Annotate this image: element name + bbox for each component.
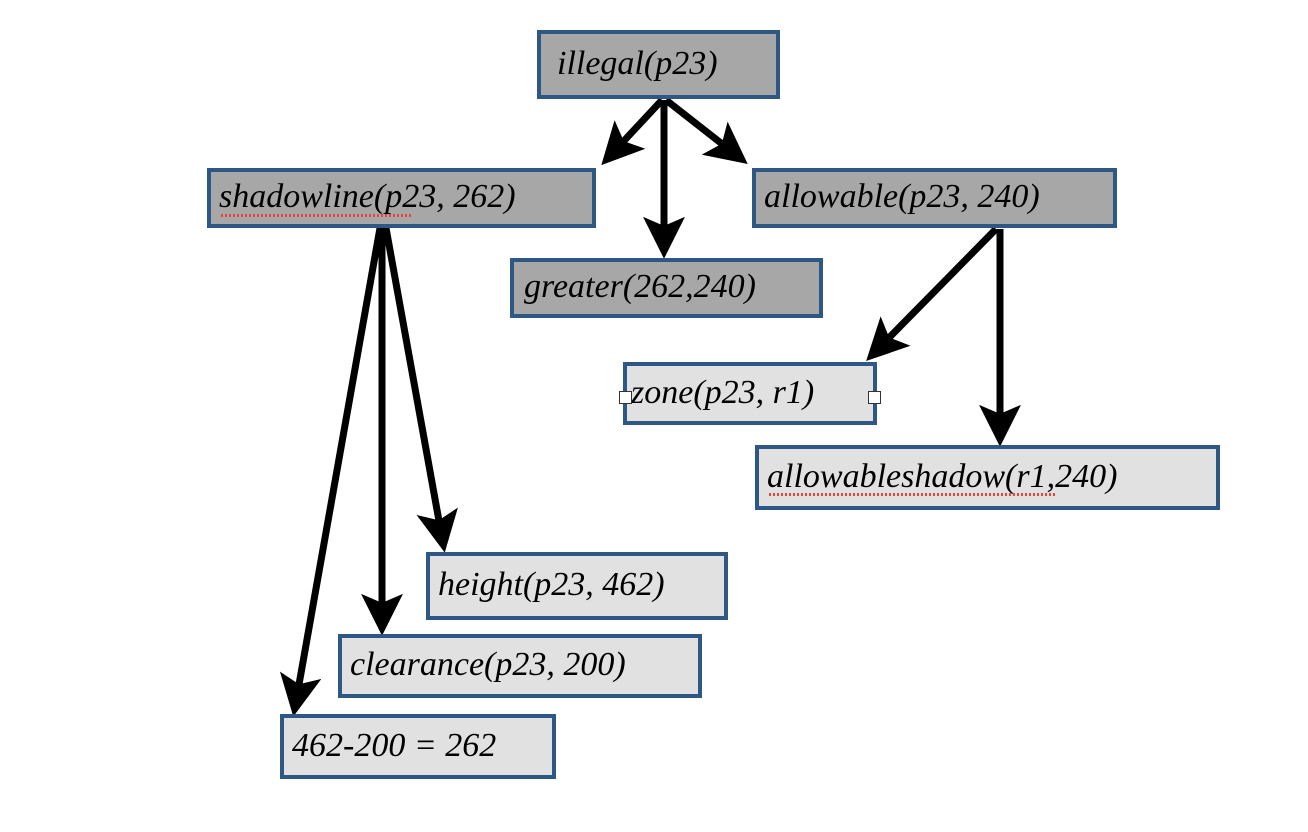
node-shadowline-label: shadowline(p23, 262)	[219, 178, 516, 215]
edge-shadowline-height	[382, 227, 458, 553]
node-height-label: height(p23, 462)	[438, 566, 665, 603]
node-difference[interactable]: 462-200 = 262	[280, 714, 556, 779]
node-clearance[interactable]: clearance(p23, 200)	[338, 634, 702, 698]
node-allowable[interactable]: allowable(p23, 240)	[752, 168, 1117, 228]
node-difference-label: 462-200 = 262	[292, 726, 497, 764]
node-height[interactable]: height(p23, 462)	[426, 552, 728, 620]
node-zone[interactable]: zone(p23, r1)	[619, 362, 881, 425]
node-illegal-label: illegal(p23)	[557, 44, 718, 82]
node-allowable-label: allowable(p23, 240)	[764, 178, 1040, 215]
node-zone-label: zone(p23, r1)	[631, 373, 815, 411]
edge-illegal-allowable	[663, 97, 748, 165]
node-greater[interactable]: greater(262,240)	[510, 258, 823, 318]
selection-handle-left[interactable]	[619, 391, 632, 404]
node-allowableshadow[interactable]: allowableshadow(r1,240)	[755, 445, 1220, 510]
selection-handle-right[interactable]	[868, 391, 881, 404]
edge-illegal-shadowline	[601, 97, 665, 166]
node-clearance-label: clearance(p23, 200)	[350, 646, 626, 683]
node-illegal[interactable]: illegal(p23)	[537, 30, 780, 99]
node-shadowline[interactable]: shadowline(p23, 262)	[207, 168, 596, 228]
node-allowableshadow-label: allowableshadow(r1,240)	[767, 457, 1118, 495]
edge-allowable-zone	[866, 226, 999, 361]
node-greater-label: greater(262,240)	[524, 268, 756, 305]
